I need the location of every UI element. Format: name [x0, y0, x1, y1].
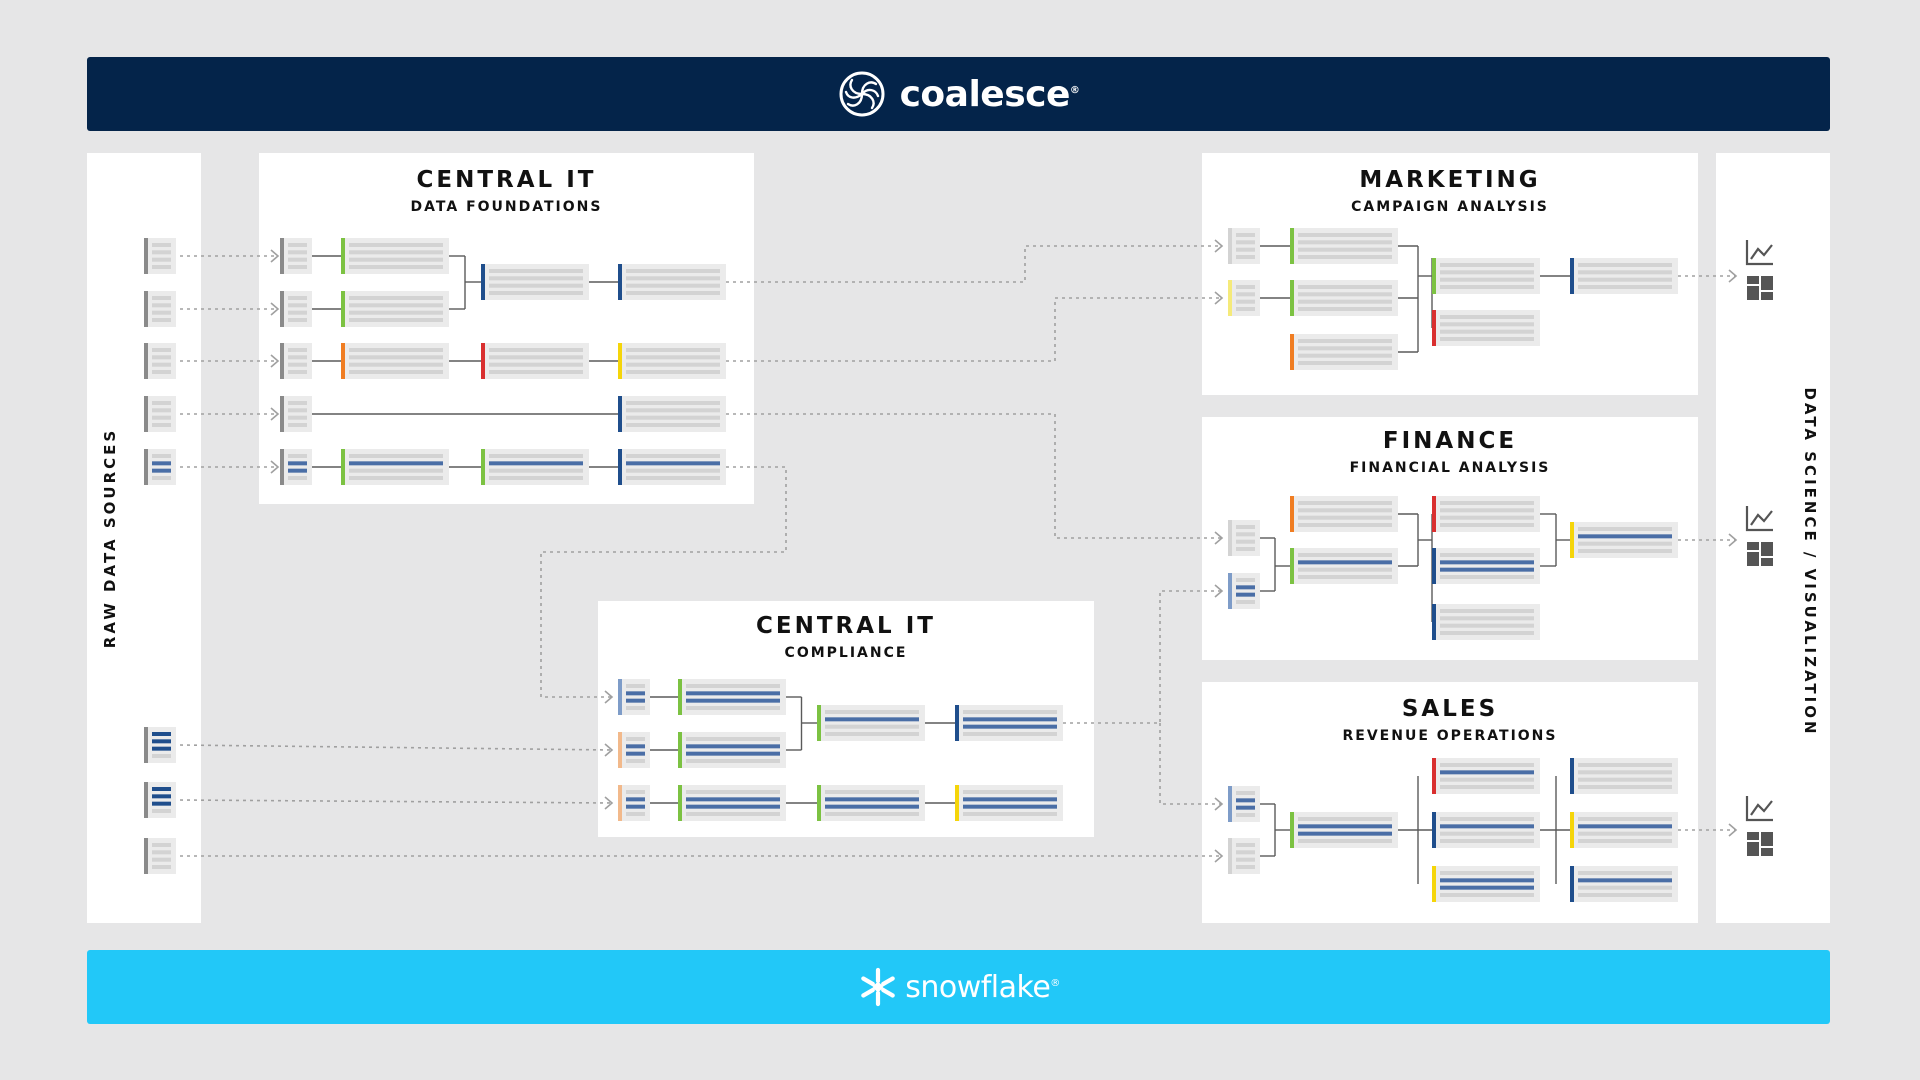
- arrow-head: [270, 460, 280, 474]
- panel-subtitle: REVENUE OPERATIONS: [1342, 728, 1558, 744]
- panel-subtitle: CAMPAIGN ANALYSIS: [1351, 199, 1549, 215]
- arrow-head: [1214, 584, 1224, 598]
- snowflake-wordmark: snowflake®: [905, 969, 1060, 1005]
- coalesce-header-bar: coalesce®: [87, 57, 1830, 131]
- dashboard-icon: [1747, 542, 1759, 550]
- coalesce-swirl-icon: [839, 71, 885, 117]
- panel-subtitle: DATA FOUNDATIONS: [410, 199, 603, 215]
- snowflake-footer-bar: snowflake®: [87, 950, 1830, 1024]
- arrow-head: [270, 249, 280, 263]
- arrow-head: [270, 407, 280, 421]
- dashboard-icon: [1747, 276, 1759, 284]
- panel-title: MARKETING: [1359, 167, 1541, 193]
- arrow-head: [604, 743, 614, 757]
- arrow-head: [1728, 823, 1738, 837]
- panel-subtitle: FINANCIAL ANALYSIS: [1349, 460, 1551, 476]
- dotted-connector: [1063, 590, 1222, 724]
- arrow-head: [1214, 531, 1224, 545]
- snowflake-logo: snowflake®: [857, 966, 1060, 1008]
- dotted-connector: [1159, 723, 1222, 805]
- line-chart-icon: [1745, 240, 1773, 266]
- panel-title: SALES: [1401, 696, 1499, 722]
- line-chart-icon: [1745, 796, 1773, 822]
- dotted-connector: [726, 413, 1222, 539]
- arrow-head: [1214, 797, 1224, 811]
- dotted-connector: [726, 245, 1222, 283]
- arrow-head: [270, 302, 280, 316]
- panel-subtitle: COMPLIANCE: [784, 645, 908, 661]
- arrow-head: [604, 796, 614, 810]
- arrow-head: [270, 354, 280, 368]
- panel-title: CENTRAL IT: [416, 167, 597, 193]
- arrow-head: [1214, 239, 1224, 253]
- dotted-connector: [540, 466, 787, 698]
- snowflake-icon: [861, 967, 896, 1007]
- coalesce-logo: coalesce®: [838, 70, 1080, 118]
- line-chart-icon: [1745, 506, 1773, 532]
- dashboard-icon: [1747, 832, 1759, 840]
- central-it-foundations-panel: CENTRAL IT DATA FOUNDATIONS: [259, 153, 754, 504]
- arrow-head: [1214, 291, 1224, 305]
- dotted-connector: [726, 297, 1222, 362]
- arrow-head: [1214, 849, 1224, 863]
- dotted-connector: [179, 799, 613, 804]
- dotted-connector: [179, 744, 613, 751]
- arrow-head: [1728, 533, 1738, 547]
- panel-title: CENTRAL IT: [756, 613, 936, 639]
- arrow-head: [604, 690, 614, 704]
- coalesce-wordmark: coalesce®: [899, 73, 1080, 115]
- panel-title: FINANCE: [1382, 428, 1518, 454]
- arrow-head: [1728, 269, 1738, 283]
